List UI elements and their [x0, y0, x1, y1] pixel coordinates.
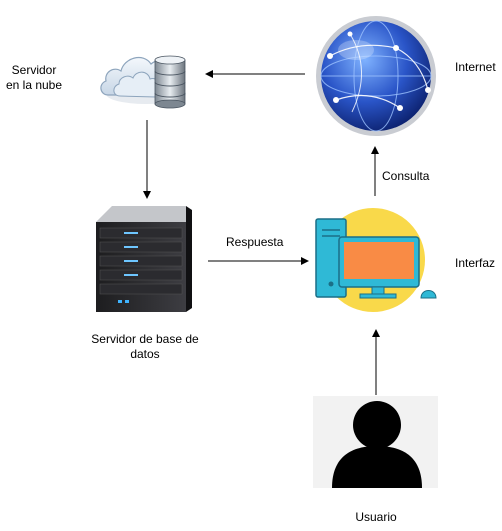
cloud-database-icon	[100, 55, 186, 109]
consulta-edge-label: Consulta	[382, 169, 430, 183]
respuesta-edge-label: Respuesta	[226, 235, 284, 249]
db-server-label: Servidor de base de datos	[91, 332, 199, 361]
server-rack-icon	[96, 206, 192, 312]
computer-icon	[315, 208, 437, 312]
globe-icon	[316, 16, 436, 136]
user-label: Usuario	[355, 510, 397, 524]
cloud-server-label: Servidor en la nube	[5, 63, 63, 92]
interface-label: Interfaz	[455, 256, 496, 270]
user-silhouette-icon	[313, 396, 438, 488]
internet-label: Internet	[455, 60, 496, 74]
